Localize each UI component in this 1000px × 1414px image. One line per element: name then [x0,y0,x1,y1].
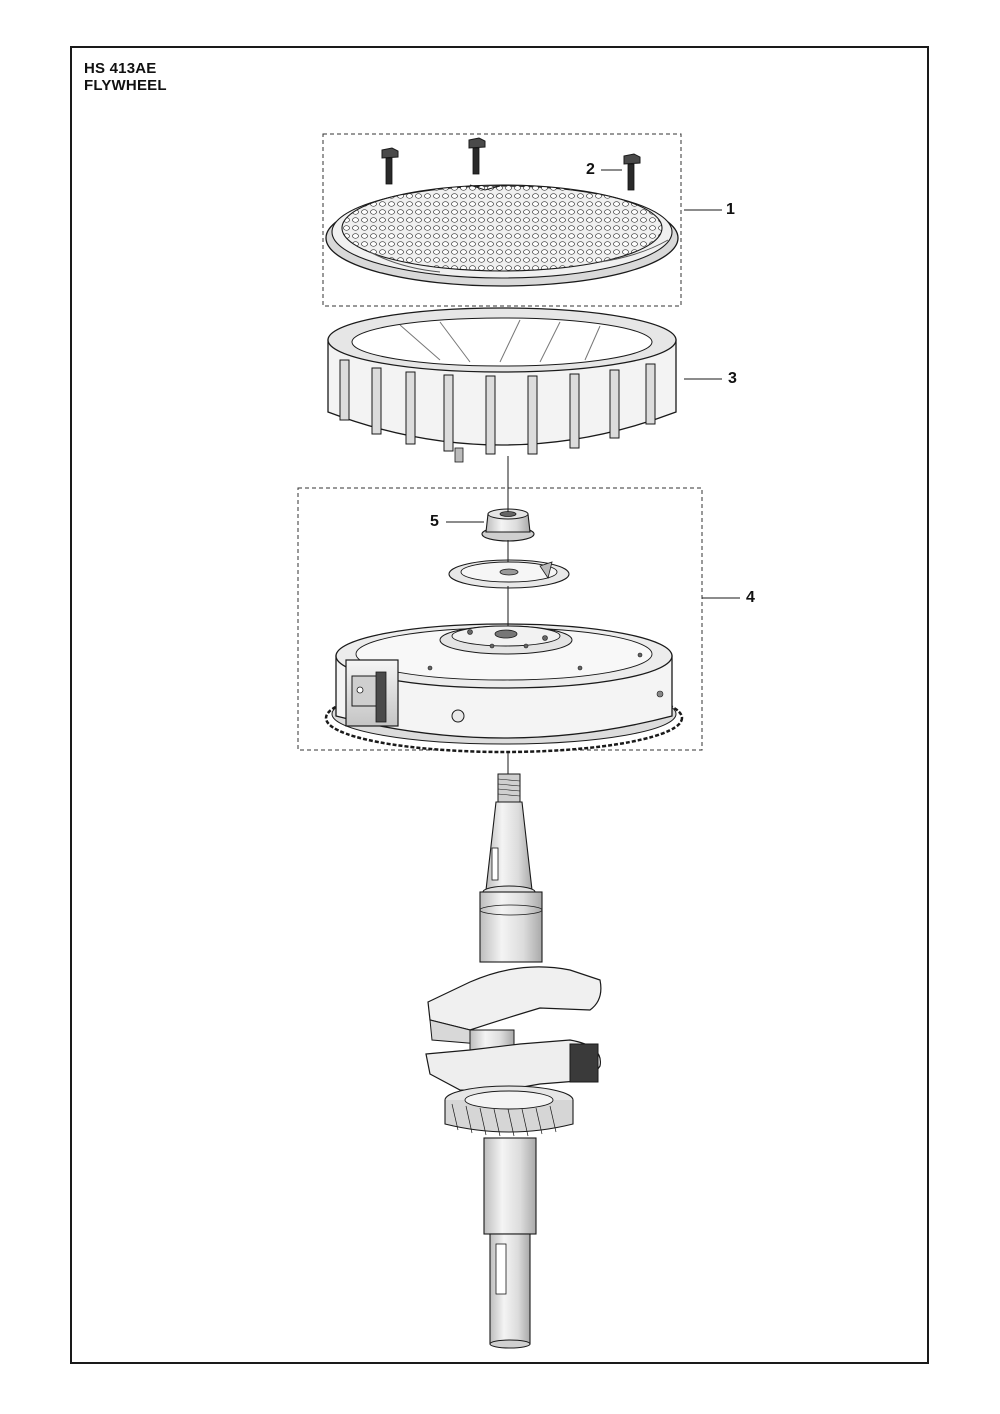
callout-3: 3 [728,370,737,387]
flywheel [324,623,684,754]
callout-4: 4 [746,589,755,606]
starter-cup-washer [448,559,570,589]
bolt-center [468,137,486,175]
leader-lines [446,169,740,599]
model-title: HS 413AE [84,60,157,77]
page-frame [70,46,929,1364]
bolt-right [623,153,641,191]
assembly-title: FLYWHEEL [84,77,167,94]
screen-grill [325,184,679,287]
callout-1: 1 [726,201,735,218]
group-box-1 [322,133,682,307]
flywheel-nut [481,508,535,542]
crankshaft [425,773,602,1349]
bolt-left [381,147,399,185]
callout-5: 5 [430,513,439,530]
callout-2: 2 [586,161,595,178]
cooling-fan [327,307,677,463]
